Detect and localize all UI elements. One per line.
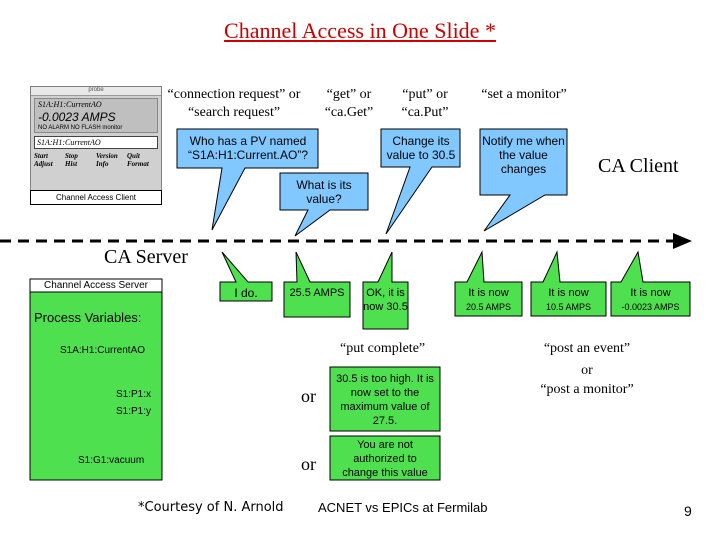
i-do-text: I do.: [234, 286, 258, 300]
now-1-text: It is now: [468, 287, 509, 299]
probe-pv-input[interactable]: S1A:H1:CurrentAO: [34, 136, 158, 149]
not-authorized-text: You are not authorized to change this va…: [342, 439, 428, 479]
probe-titlebar: probe: [31, 87, 161, 96]
quit-button[interactable]: Quit: [127, 152, 140, 160]
too-high-box: [329, 366, 441, 432]
probe-buttons: Start Stop Version Quit Adjust Hist Info…: [31, 152, 161, 168]
callout-who-has-pv: [176, 128, 319, 231]
page-number: 9: [684, 503, 692, 519]
start-button[interactable]: Start: [34, 152, 49, 160]
who-has-text: Who has a PV named “S1A:H1:Current.AO”?: [187, 134, 309, 162]
callout-what-value: [279, 172, 369, 237]
slide-title: Channel Access in One Slide *: [224, 18, 496, 43]
now-1-value: 20.5 AMPS: [465, 302, 512, 312]
pv-x: S1:P1:x: [116, 389, 152, 400]
label-connection-request: “connection request” or “search request”: [167, 87, 301, 120]
server-header-box: [29, 278, 163, 293]
hist-button[interactable]: Hist: [65, 160, 78, 168]
not-authorized-box: [329, 435, 441, 481]
notify-text: Notify me when the value changes: [482, 134, 565, 176]
server-header: Channel Access Server: [44, 280, 148, 291]
now-3-text: It is now: [630, 287, 671, 299]
callout-now-3: [610, 250, 691, 317]
callout-ok: [362, 251, 409, 330]
post-event-label: “post an event”: [543, 341, 631, 356]
format-button[interactable]: Format: [127, 160, 149, 168]
callout-change-value: [380, 128, 461, 235]
post-monitor-label: “post a monitor”: [540, 382, 634, 397]
callout-now-1: [454, 250, 523, 317]
label-monitor: “set a monitor”: [481, 87, 567, 102]
stop-button[interactable]: Stop: [65, 152, 78, 160]
server-panel: [29, 286, 163, 481]
pv-vacuum: S1:G1:vacuum: [78, 455, 145, 466]
pv-current: S1A:H1:CurrentAO: [60, 345, 146, 356]
or-label-2: or: [301, 454, 316, 474]
label-get: “get” or “ca.Get”: [324, 87, 374, 120]
server-heading: Process Variables:: [34, 310, 142, 325]
put-complete-label: “put complete”: [340, 341, 426, 356]
footer-courtesy: *Courtesy of N. Arnold: [138, 500, 284, 515]
now-2-value: 10.5 AMPS: [545, 302, 592, 312]
probe-value: -0.0023 AMPS: [38, 110, 116, 124]
too-high-text: 30.5 is too high. It is now set to the m…: [336, 373, 434, 427]
change-value-text: Change its value to 30.5: [386, 134, 456, 162]
ca-client-label: CA Client: [598, 155, 679, 177]
version-button[interactable]: Version: [96, 152, 118, 160]
callout-now-2: [530, 250, 607, 317]
timeline-arrowhead: [673, 233, 692, 249]
or-label-1: or: [301, 386, 316, 406]
adjust-button[interactable]: Adjust: [34, 160, 53, 168]
value-text: 25.5 AMPS: [289, 287, 345, 299]
what-value-text: What is its value?: [296, 178, 352, 206]
probe-window: probe S1A:H1:CurrentAO -0.0023 AMPS NO A…: [30, 86, 162, 196]
callout-i-do: [219, 251, 273, 302]
post-or-label: or: [581, 363, 593, 378]
ca-server-label: CA Server: [104, 246, 188, 268]
callout-value: [283, 251, 351, 318]
label-put: “put” or “ca.Put”: [401, 87, 449, 120]
footer-title: ACNET vs EPICs at Fermilab: [318, 500, 488, 515]
probe-alarm: NO ALARM NO FLASH monitor: [38, 125, 123, 131]
probe-value-pane: S1A:H1:CurrentAO -0.0023 AMPS NO ALARM N…: [34, 98, 158, 133]
ok-text: OK, it is now 30.5: [363, 287, 408, 313]
pv-y: S1:P1:y: [116, 406, 152, 417]
now-3-value: -0.0023 AMPS: [621, 302, 680, 312]
info-button[interactable]: Info: [96, 160, 109, 168]
callout-notify: [479, 128, 568, 232]
now-2-text: It is now: [548, 287, 589, 299]
probe-pv-name: S1A:H1:CurrentAO: [38, 100, 102, 109]
client-label: Channel Access Client: [30, 190, 162, 205]
